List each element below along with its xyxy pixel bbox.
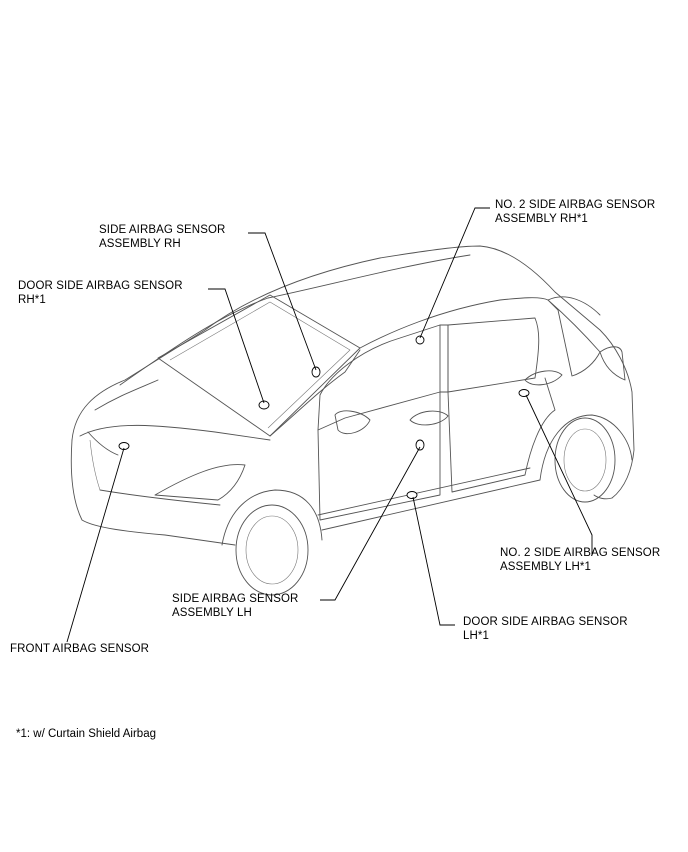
- side-airbag-sensor-lh-marker: [415, 439, 425, 451]
- label-side-airbag-sensor-lh: SIDE AIRBAG SENSOR ASSEMBLY LH: [172, 593, 299, 619]
- label-door-side-airbag-sensor-lh: DOOR SIDE AIRBAG SENSOR LH*1: [463, 616, 628, 642]
- door-side-airbag-sensor-lh-marker: [406, 491, 418, 499]
- side-airbag-sensor-rh-marker: [311, 366, 321, 378]
- label-front-airbag-sensor: FRONT AIRBAG SENSOR: [10, 643, 150, 655]
- leader-lines: [66, 207, 593, 643]
- car-outline: [70, 245, 635, 596]
- door-side-airbag-sensor-rh-marker: [258, 400, 270, 410]
- label-side-airbag-sensor-rh: SIDE AIRBAG SENSOR ASSEMBLY RH: [99, 224, 226, 250]
- no2-side-airbag-sensor-rh-marker: [415, 335, 425, 345]
- footnote: *1: w/ Curtain Shield Airbag: [16, 728, 156, 740]
- sensor-markers: [118, 335, 530, 499]
- label-door-side-airbag-sensor-rh: DOOR SIDE AIRBAG SENSOR RH*1: [18, 280, 183, 306]
- no2-side-airbag-sensor-lh-marker: [518, 389, 530, 397]
- label-no2-side-airbag-sensor-rh: NO. 2 SIDE AIRBAG SENSOR ASSEMBLY RH*1: [495, 199, 656, 225]
- label-no2-side-airbag-sensor-lh: NO. 2 SIDE AIRBAG SENSOR ASSEMBLY LH*1: [500, 547, 661, 573]
